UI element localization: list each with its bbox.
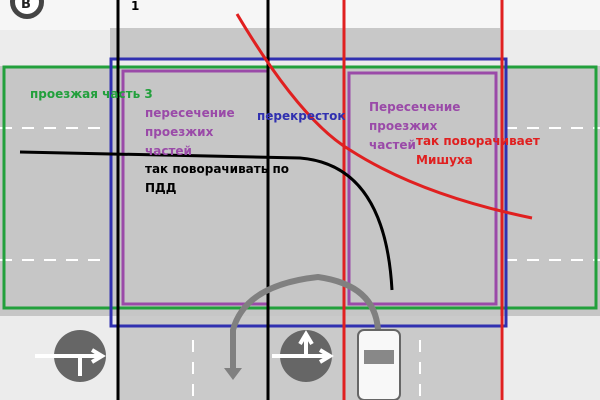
crossing-left-label: пересечение проезжих частей bbox=[145, 106, 235, 158]
top-sidewalk bbox=[0, 0, 600, 30]
crossing-right-label: Пересечение проезжих частей bbox=[369, 100, 461, 152]
sign-right-icon bbox=[272, 330, 334, 382]
sign-left-icon bbox=[35, 330, 106, 382]
rules-turn-label: так поворачивать по ПДД bbox=[145, 162, 290, 195]
sign-letter: B bbox=[21, 0, 31, 12]
horizontal-road bbox=[0, 66, 600, 316]
crossing-right-outline bbox=[347, 71, 498, 306]
u-turn-arrowhead bbox=[224, 368, 242, 380]
road-number-label: 1 bbox=[131, 0, 140, 13]
u-turn-arrow bbox=[230, 273, 381, 372]
top-road bbox=[110, 28, 500, 58]
car-icon bbox=[357, 329, 401, 400]
intersection-label: перекресток bbox=[257, 109, 346, 123]
misha-turn-path bbox=[235, 13, 533, 220]
road-sign-b-icon bbox=[10, 0, 44, 19]
roadway-3-outline bbox=[2, 65, 598, 310]
lane-markings bbox=[0, 127, 600, 400]
intersection-outline bbox=[109, 57, 508, 328]
misha-turn-label: так поворачивает Мишуха bbox=[416, 134, 540, 167]
roadway-3-label: проезжая часть 3 bbox=[30, 87, 153, 101]
rules-turn-path bbox=[19, 150, 394, 291]
